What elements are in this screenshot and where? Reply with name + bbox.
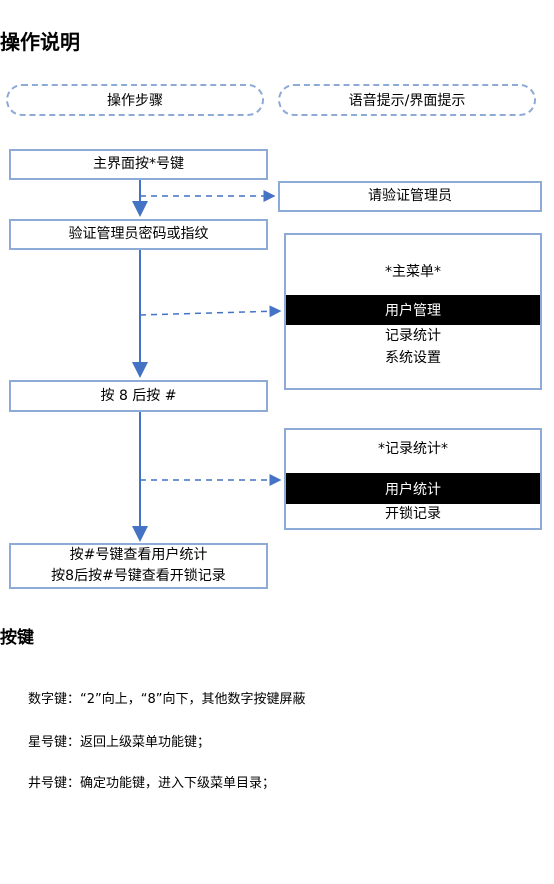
main-menu-item-user-management[interactable]: 用户管理 <box>286 295 540 325</box>
step-4-line1: 按#号键查看用户统计 <box>69 547 208 563</box>
steps-header-label: 操作步骤 <box>107 93 163 109</box>
prompt-arrow-main-menu <box>139 305 282 318</box>
step-1-label: 主界面按*号键 <box>93 156 184 172</box>
main-menu-item-system-settings[interactable]: 系统设置 <box>385 350 441 366</box>
key-note-digits: 数字键：“2”向上，“8”向下，其他数字按键屏蔽 <box>28 692 306 707</box>
main-menu-screen: *主菜单* 用户管理 记录统计 系统设置 <box>284 233 542 390</box>
stats-menu-title: *记录统计* <box>378 441 448 457</box>
step-box-1: 主界面按*号键 <box>9 149 268 180</box>
key-note-star: 星号键：返回上级菜单功能键； <box>28 735 211 750</box>
record-stats-screen: *记录统计* 用户统计 开锁记录 <box>284 428 542 530</box>
flow-arrows <box>132 180 282 542</box>
page-title: 操作说明 <box>0 30 80 54</box>
step-box-4: 按#号键查看用户统计 按8后按#号键查看开锁记录 <box>9 543 268 589</box>
main-menu-item-record-stats[interactable]: 记录统计 <box>385 328 441 344</box>
verify-prompt-box: 请验证管理员 <box>278 181 542 212</box>
prompts-header-label: 语音提示/界面提示 <box>348 93 466 109</box>
step-4-line2: 按8后按#号键查看开锁记录 <box>51 568 226 584</box>
main-menu-title: *主菜单* <box>385 264 441 280</box>
steps-header: 操作步骤 <box>6 84 264 116</box>
prompts-header: 语音提示/界面提示 <box>278 84 536 116</box>
step-box-3: 按 8 后按 # <box>9 380 268 412</box>
verify-prompt-label: 请验证管理员 <box>368 188 452 204</box>
step-2-label: 验证管理员密码或指纹 <box>68 226 209 242</box>
step-3-label: 按 8 后按 # <box>100 387 177 404</box>
stats-menu-item-user-stats[interactable]: 用户统计 <box>286 473 540 504</box>
step-box-2: 验证管理员密码或指纹 <box>9 219 268 250</box>
key-note-hash: 井号键：确定功能键，进入下级菜单目录； <box>28 776 276 791</box>
keys-heading: 按键 <box>0 628 34 648</box>
stats-menu-item-unlock-records[interactable]: 开锁记录 <box>385 506 441 522</box>
